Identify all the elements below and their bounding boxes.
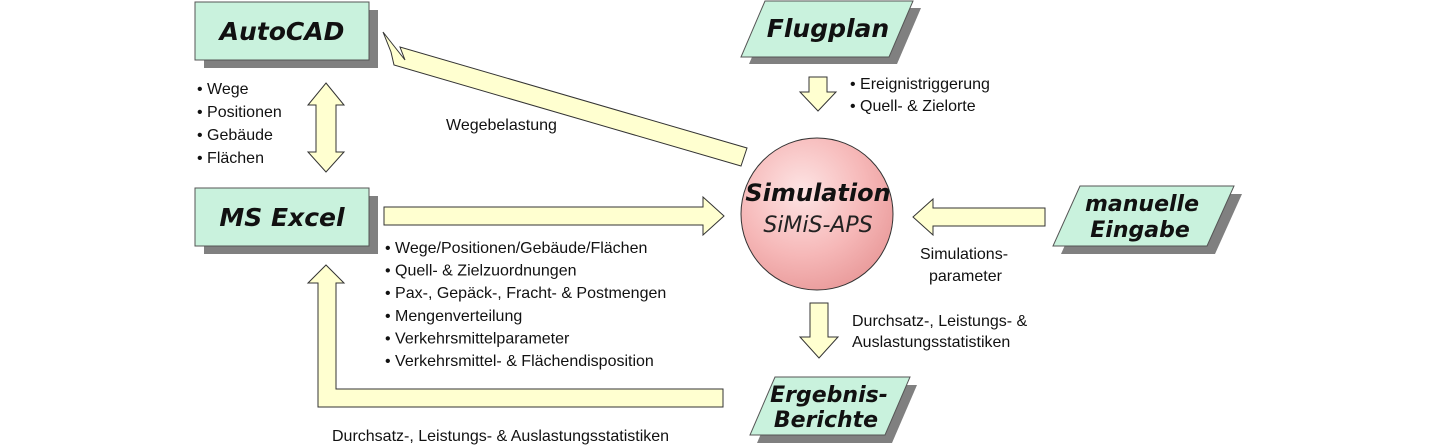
bullet: • bbox=[850, 76, 860, 93]
list-item: • Positionen bbox=[197, 104, 282, 121]
list-item: • Gebäude bbox=[197, 127, 273, 144]
list-item: • Quell- & Zielzuordnungen bbox=[385, 263, 576, 280]
list-item: • Wege bbox=[197, 81, 249, 98]
excel-to-simulation-arrow bbox=[383, 195, 725, 237]
ergebnis-label: Ergebnis- bbox=[770, 383, 888, 408]
simulation-to-ergebnis-arrow bbox=[798, 302, 840, 359]
list-item: • Wege/Positionen/Gebäude/Flächen bbox=[385, 240, 647, 257]
bullet: • bbox=[197, 81, 207, 98]
manuelle-eingabe-node: manuelle Eingabe bbox=[1052, 185, 1242, 254]
excel-label: MS Excel bbox=[219, 203, 345, 232]
autocad-excel-list: • Wege • Positionen • Gebäude • Flächen bbox=[197, 81, 282, 167]
ergebnis-to-excel-arrow bbox=[306, 264, 724, 408]
bullet: • bbox=[385, 353, 395, 370]
eingabe-label: Eingabe bbox=[1090, 218, 1190, 243]
durchsatz-label-line1: Durchsatz-, Leistungs- & bbox=[852, 313, 1028, 330]
simulation-label: Simulation bbox=[745, 179, 890, 207]
bullet: • bbox=[385, 240, 395, 257]
bullet: • bbox=[197, 127, 207, 144]
bullet: • bbox=[197, 104, 207, 121]
bullet: • bbox=[385, 308, 395, 325]
list-item: • Flächen bbox=[197, 150, 264, 167]
autocad-label: AutoCAD bbox=[218, 17, 345, 46]
list-item: • Pax-, Gepäck-, Fracht- & Postmengen bbox=[385, 285, 666, 302]
list-item: • Quell- & Zielorte bbox=[850, 98, 976, 115]
wegebelastung-label: Wegebelastung bbox=[446, 117, 557, 134]
autocad-node: AutoCAD bbox=[194, 1, 378, 68]
ergebnis-berichte-node: Ergebnis- Berichte bbox=[749, 376, 917, 443]
list-item: • Ereignistriggerung bbox=[850, 76, 990, 93]
flugplan-node: Flugplan bbox=[740, 0, 921, 64]
simis-aps-label: SiMiS-APS bbox=[763, 213, 872, 238]
berichte-label: Berichte bbox=[774, 408, 878, 433]
bullet: • bbox=[385, 263, 395, 280]
bullet: • bbox=[850, 98, 860, 115]
excel-simulation-list: • Wege/Positionen/Gebäude/Flächen • Quell… bbox=[385, 240, 666, 370]
flugplan-to-simulation-arrow bbox=[798, 76, 838, 112]
manuelle-to-simulation-arrow bbox=[912, 197, 1046, 237]
flugplan-label: Flugplan bbox=[767, 14, 889, 43]
bullet: • bbox=[197, 150, 207, 167]
autocad-excel-double-arrow bbox=[306, 82, 346, 173]
flugplan-list: • Ereignistriggerung • Quell- & Zielorte bbox=[850, 76, 990, 115]
durchsatz-label-line2: Auslastungsstatistiken bbox=[852, 334, 1010, 351]
simulation-node: Simulation SiMiS-APS bbox=[740, 137, 894, 291]
bottom-feedback-label: Durchsatz-, Leistungs- & Auslastungsstat… bbox=[332, 428, 669, 445]
bullet: • bbox=[385, 285, 395, 302]
manuelle-label: manuelle bbox=[1085, 192, 1199, 217]
wegebelastung-arrow bbox=[382, 31, 748, 167]
excel-node: MS Excel bbox=[194, 187, 378, 254]
list-item: • Verkehrsmittelparameter bbox=[385, 330, 570, 347]
list-item: • Mengenverteilung bbox=[385, 308, 522, 325]
simulationsparameter-label-line1: Simulations- bbox=[920, 246, 1008, 263]
list-item: • Verkehrsmittel- & Flächendisposition bbox=[385, 353, 654, 370]
bullet: • bbox=[385, 330, 395, 347]
simulationsparameter-label-line2: parameter bbox=[929, 268, 1003, 285]
